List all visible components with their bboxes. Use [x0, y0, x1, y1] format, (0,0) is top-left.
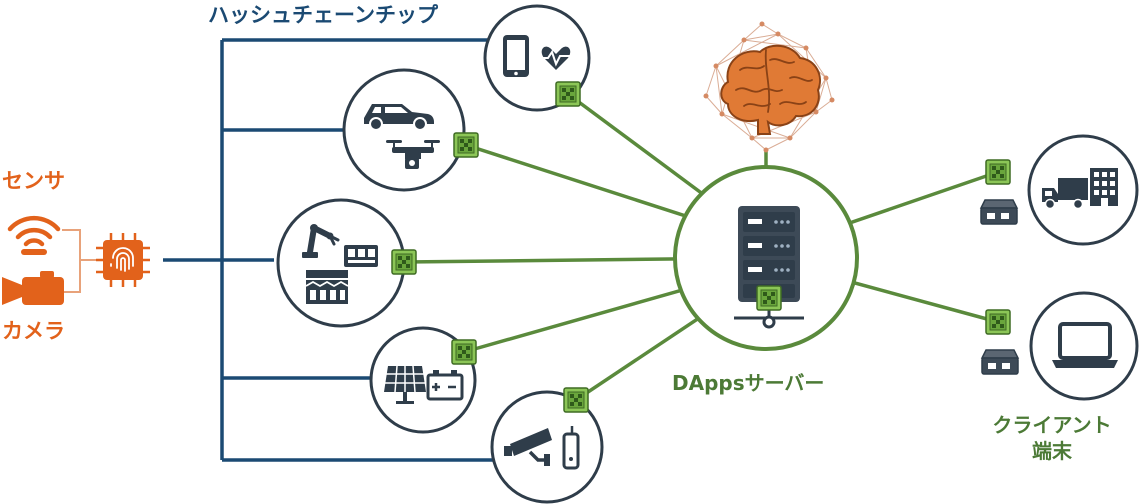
fingerprint-chip-icon	[96, 233, 150, 287]
wifi-signal-icon	[7, 215, 61, 255]
hash-chain-chip-icon	[453, 132, 479, 158]
device-node-factory	[276, 198, 417, 328]
client-node-logistics	[980, 134, 1139, 246]
hash-chain-chip-label: ハッシュチェーンチップ	[208, 3, 438, 27]
dapps-server-node	[673, 165, 859, 351]
ai-brain-icon	[703, 21, 835, 153]
sensor-label: センサ	[2, 169, 65, 193]
hash-chain-chip-icon	[555, 81, 581, 107]
solar-panel-icon	[384, 365, 426, 404]
device-node-energy	[369, 326, 477, 434]
device-node-smartphone	[483, 4, 591, 112]
hash-chain-chip-icon	[391, 249, 417, 275]
client-terminal-label-line2: 端末	[1032, 439, 1072, 463]
client-box-icon	[981, 349, 1019, 375]
control-panel-icon	[344, 245, 378, 267]
laptop-icon	[1052, 322, 1118, 368]
factory-icon	[305, 270, 349, 304]
smartphone-icon	[503, 35, 529, 77]
sensor-group	[2, 215, 150, 305]
security-camera-icon	[504, 428, 552, 466]
camera-icon	[2, 271, 64, 305]
robot-arm-icon	[302, 224, 340, 258]
hash-chain-chip-icon	[756, 285, 782, 311]
heart-rate-icon	[538, 46, 574, 70]
building-icon	[1090, 168, 1118, 206]
client-terminal-label-line1: クライアント	[992, 413, 1112, 437]
client-terminal-label: クライアント 端末	[968, 412, 1136, 464]
truck-icon	[1042, 178, 1088, 210]
camera-label: カメラ	[2, 319, 65, 343]
hash-chain-chip-icon	[985, 159, 1011, 185]
server-rack-icon	[738, 206, 800, 302]
client-node-laptop	[981, 291, 1139, 401]
drone-icon	[386, 140, 440, 169]
dapps-server-label: DAppsサーバー	[672, 371, 825, 395]
hash-chain-chip-icon	[985, 309, 1011, 335]
sensor-bracket	[62, 229, 81, 293]
car-icon	[364, 104, 434, 131]
hash-chain-wiring	[163, 38, 497, 462]
device-node-security	[490, 387, 604, 504]
hash-chain-chip-icon	[563, 387, 589, 413]
hash-chain-chip-icon	[451, 339, 477, 365]
device-node-vehicle	[342, 68, 479, 192]
client-box-icon	[980, 199, 1018, 225]
battery-icon	[426, 370, 464, 401]
sensor-device-icon	[562, 426, 580, 470]
